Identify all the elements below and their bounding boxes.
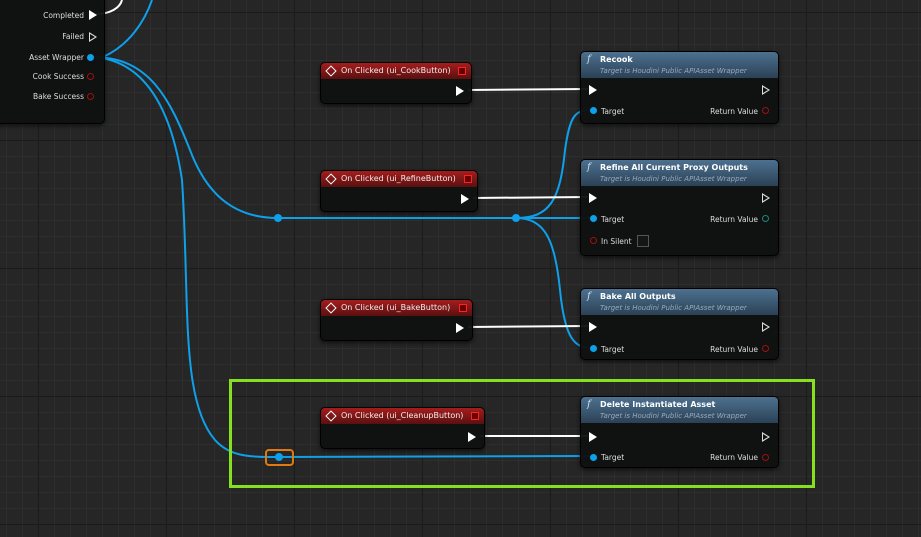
node-title: On Clicked (ui_CookButton): [341, 66, 451, 75]
node-subtitle: Target is Houdini Public APIAsset Wrappe…: [600, 67, 747, 75]
cook-success-pin[interactable]: [87, 73, 94, 80]
node-title: On Clicked (ui_RefineButton): [341, 174, 456, 183]
target-pin[interactable]: [590, 107, 597, 114]
function-icon: f: [587, 162, 591, 173]
event-icon: [325, 302, 337, 314]
node-subtitle: Target is Houdini Public APIAsset Wrappe…: [600, 304, 747, 312]
exec-out-pin[interactable]: [456, 323, 464, 333]
function-icon: f: [587, 399, 591, 410]
reroute-node: [512, 214, 520, 222]
in-silent-pin[interactable]: [590, 237, 597, 244]
event-node-cook[interactable]: On Clicked (ui_CookButton): [320, 62, 472, 104]
event-icon: [325, 65, 337, 77]
return-value-pin[interactable]: [762, 454, 769, 461]
target-pin[interactable]: [590, 454, 597, 461]
reroute-node: [275, 453, 283, 461]
pin-label: Cook Success: [32, 72, 84, 81]
delegate-pin[interactable]: [458, 67, 466, 75]
event-node-refine[interactable]: On Clicked (ui_RefineButton): [320, 170, 478, 212]
event-node-bake[interactable]: On Clicked (ui_BakeButton): [320, 299, 473, 341]
event-node-cleanup[interactable]: On Clicked (ui_CleanupButton): [320, 407, 485, 449]
reroute-node: [274, 214, 282, 222]
exec-in-pin[interactable]: [589, 85, 597, 95]
pin-label: Target: [601, 453, 625, 462]
function-icon: f: [587, 291, 591, 302]
node-title: On Clicked (ui_CleanupButton): [341, 411, 464, 420]
selected-reroute-node[interactable]: [265, 449, 294, 466]
selection-highlight: [229, 379, 815, 488]
target-pin[interactable]: [590, 345, 597, 352]
pin-label: Return Value: [710, 345, 758, 354]
pin-label: Target: [601, 107, 625, 116]
blue-wire: [92, 56, 516, 219]
pin-label: In Silent: [601, 237, 632, 246]
exec-out-pin[interactable]: [762, 193, 770, 203]
source-node[interactable]: Completed Failed Asset Wrapper Cook Succ…: [0, 0, 105, 124]
exec-out-pin[interactable]: [456, 86, 464, 96]
exec-in-pin[interactable]: [589, 322, 597, 332]
node-title: On Clicked (ui_BakeButton): [341, 303, 451, 312]
exec-pin-failed[interactable]: [89, 32, 97, 42]
delegate-pin[interactable]: [464, 175, 472, 183]
pin-label: Completed: [43, 11, 84, 20]
pin-label: Return Value: [710, 215, 758, 224]
pin-label: Bake Success: [32, 92, 84, 101]
pin-label: Failed: [62, 32, 84, 41]
blue-wire: [515, 109, 593, 219]
pin-label: Return Value: [710, 453, 758, 462]
event-icon: [325, 173, 337, 185]
exec-in-pin[interactable]: [589, 193, 597, 203]
exec-out-pin[interactable]: [468, 432, 476, 442]
exec-out-pin[interactable]: [762, 85, 770, 95]
exec-out-pin[interactable]: [461, 194, 469, 204]
return-value-pin[interactable]: [762, 215, 769, 222]
delegate-pin[interactable]: [471, 412, 479, 420]
exec-wire: [467, 88, 589, 91]
node-title: Refine All Current Proxy Outputs: [600, 163, 748, 172]
node-title: Bake All Outputs: [600, 292, 676, 301]
return-value-pin[interactable]: [762, 107, 769, 114]
blue-wire: [92, 56, 593, 459]
blue-wire: [515, 217, 593, 349]
node-title: Delete Instantiated Asset: [600, 400, 716, 409]
exec-out-pin[interactable]: [762, 432, 770, 442]
exec-wire: [467, 325, 589, 328]
exec-out-pin[interactable]: [762, 322, 770, 332]
pin-label: Target: [601, 215, 625, 224]
asset-wrapper-pin[interactable]: [87, 54, 94, 61]
target-pin[interactable]: [590, 215, 597, 222]
blue-wire: [102, 0, 153, 58]
exec-pin-completed[interactable]: [89, 10, 97, 20]
pin-label: Asset Wrapper: [29, 53, 84, 62]
pin-label: Return Value: [710, 107, 758, 116]
function-icon: f: [587, 54, 591, 65]
node-subtitle: Target is Houdini Public APIAsset Wrappe…: [600, 412, 747, 420]
exec-wire: [472, 196, 589, 199]
node-title: Recook: [600, 55, 633, 64]
exec-in-pin[interactable]: [589, 432, 597, 442]
pin-label: Target: [601, 345, 625, 354]
node-subtitle: Target is Houdini Public APIAsset Wrappe…: [600, 175, 747, 183]
delegate-pin[interactable]: [459, 304, 467, 312]
return-value-pin[interactable]: [762, 345, 769, 352]
bake-success-pin[interactable]: [87, 93, 94, 100]
in-silent-checkbox[interactable]: [637, 235, 649, 247]
